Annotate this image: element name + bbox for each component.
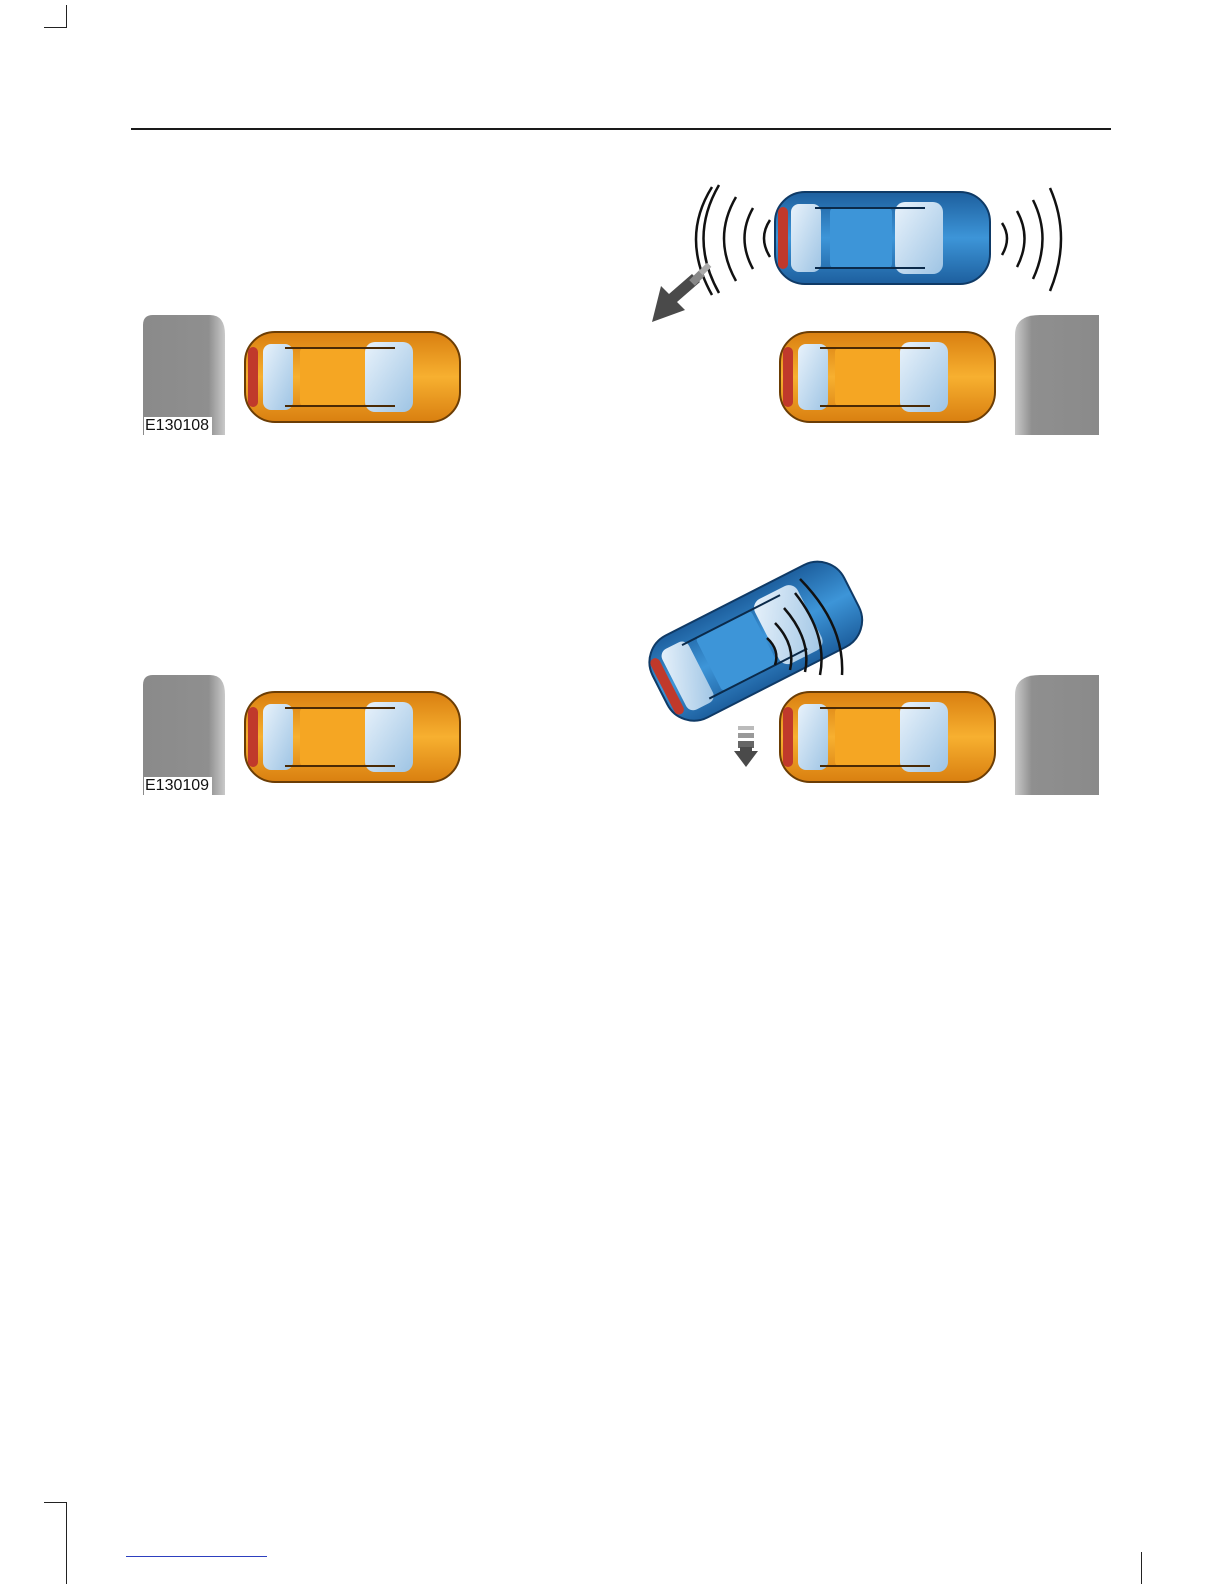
figure-label: E130108 bbox=[144, 417, 212, 435]
sound-waves-icon bbox=[696, 185, 770, 295]
parked-car-left bbox=[245, 692, 460, 782]
curb-right bbox=[1015, 315, 1099, 435]
figure-label: E130109 bbox=[144, 777, 212, 795]
crop-mark-bottom-right-vertical bbox=[1141, 1552, 1142, 1584]
crop-mark-top-left-horizontal bbox=[44, 27, 67, 28]
figure-bottom-illustration bbox=[140, 495, 1102, 795]
figure-top: E130108 bbox=[140, 135, 1102, 435]
parked-car-right bbox=[780, 692, 995, 782]
figure-bottom: E130109 bbox=[140, 495, 1102, 795]
sound-waves-icon bbox=[1002, 188, 1061, 291]
crop-mark-bottom-left-vertical bbox=[66, 1502, 67, 1584]
arrow-icon bbox=[734, 726, 758, 767]
figure-top-illustration bbox=[140, 135, 1102, 435]
header-rule bbox=[131, 128, 1111, 130]
curb-right bbox=[1015, 675, 1099, 795]
crop-mark-top-left-vertical bbox=[66, 5, 67, 27]
moving-car bbox=[775, 192, 990, 284]
parked-car-left bbox=[245, 332, 460, 422]
crop-mark-bottom-left-horizontal bbox=[44, 1502, 67, 1503]
arrow-icon bbox=[652, 263, 711, 322]
footer-link[interactable] bbox=[126, 1556, 267, 1557]
parked-car-right bbox=[780, 332, 995, 422]
